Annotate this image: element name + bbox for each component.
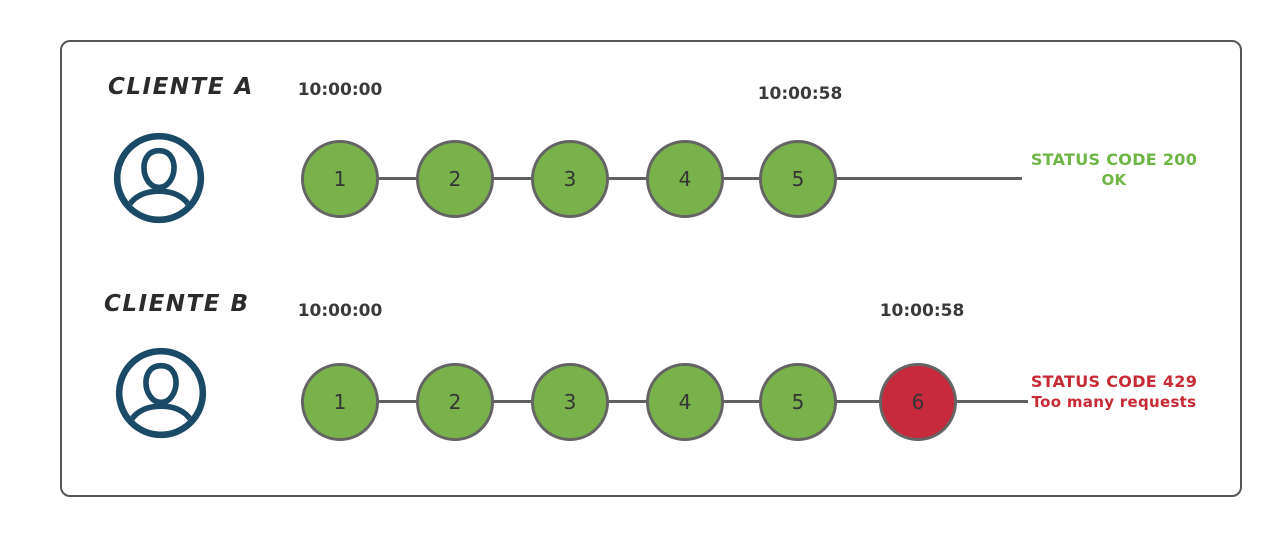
status-description-text: Too many requests (1031, 392, 1197, 411)
request-circle-ok: 4 (646, 363, 724, 441)
status-message-a: STATUS CODE 200 OK (1024, 150, 1204, 190)
client-a-label: CLIENTE A (108, 74, 254, 100)
request-circle-ok: 3 (531, 140, 609, 218)
status-message-b: STATUS CODE 429 Too many requests (1024, 372, 1204, 412)
request-circle-ok: 4 (646, 140, 724, 218)
person-avatar-icon (113, 132, 205, 224)
status-code-text: STATUS CODE 200 (1030, 150, 1198, 169)
timestamp-end-b: 10:00:58 (879, 301, 965, 321)
status-description-text: OK (1101, 170, 1127, 189)
diagram-frame (60, 40, 1242, 497)
request-circle-ok: 2 (416, 140, 494, 218)
timestamp-start-b: 10:00:00 (297, 301, 383, 321)
client-b-label: CLIENTE B (104, 291, 250, 317)
timestamp-end-a: 10:00:58 (757, 84, 843, 104)
request-circle-ok: 3 (531, 363, 609, 441)
request-circle-ok: 5 (759, 140, 837, 218)
request-circle-ok: 1 (301, 140, 379, 218)
person-avatar-icon (115, 347, 207, 439)
status-code-text: STATUS CODE 429 (1030, 372, 1198, 391)
timestamp-start-a: 10:00:00 (297, 80, 383, 100)
request-circle-error: 6 (879, 363, 957, 441)
request-circle-ok: 1 (301, 363, 379, 441)
request-circle-ok: 5 (759, 363, 837, 441)
request-circle-ok: 2 (416, 363, 494, 441)
